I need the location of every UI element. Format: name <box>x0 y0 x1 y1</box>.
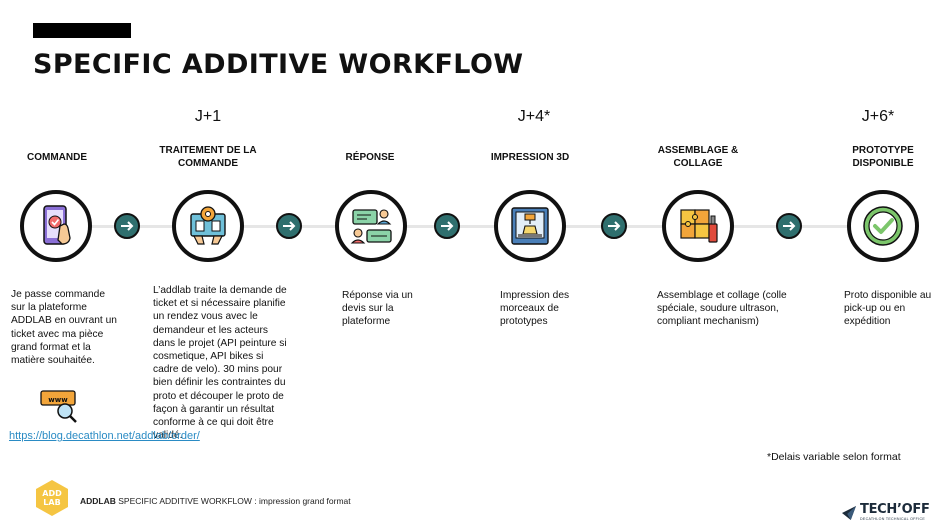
puzzle-glue-icon <box>680 209 718 243</box>
step-circle-traitement <box>172 190 244 262</box>
day-marker-j1: J+1 <box>194 108 222 125</box>
footer-caption-text: SPECIFIC ADDITIVE WORKFLOW : impression … <box>118 496 351 506</box>
arrow-step-4-5 <box>601 213 627 239</box>
step-label-traitement: TRAITEMENT DE LA COMMANDE <box>159 145 257 169</box>
step-label-impression: IMPRESSION 3D <box>490 152 570 163</box>
svg-text:www: www <box>48 396 68 404</box>
addlab-logo: ADD LAB <box>36 480 68 516</box>
techoff-mark-icon <box>842 506 856 520</box>
step-description-prototype: Proto disponible au pick-up ou en expédi… <box>844 290 932 328</box>
3d-printer-icon <box>511 207 549 245</box>
timeline-line <box>22 225 902 228</box>
arrow-right-icon <box>283 221 296 231</box>
svg-text:LAB: LAB <box>43 498 60 507</box>
addlab-order-link[interactable]: https://blog.decathlon.net/addlab/order/ <box>9 430 200 442</box>
phone-order-icon <box>43 205 71 245</box>
footer-caption: ADDLAB SPECIFIC ADDITIVE WORKFLOW : impr… <box>80 496 351 506</box>
arrow-right-icon <box>608 221 621 231</box>
chat-quote-icon <box>350 209 392 244</box>
title-accent-bar <box>33 23 131 38</box>
step-circle-reponse <box>335 190 407 262</box>
day-marker-j4: J+4* <box>517 108 551 125</box>
gear-processing-icon <box>190 206 226 245</box>
step-description-impression: Impression des morceaux de prototypes <box>500 290 570 328</box>
check-mark-icon <box>863 206 903 246</box>
techoff-brand: TECH’OFF <box>860 502 930 517</box>
arrow-step-3-4 <box>434 213 460 239</box>
step-description-assemblage: Assemblage et collage (colle spéciale, s… <box>657 290 787 328</box>
page-title: SPECIFIC ADDITIVE WORKFLOW <box>33 49 524 80</box>
step-circle-assemblage <box>662 190 734 262</box>
techoff-logo: TECH’OFF DECATHLON TECHNICAL OFFICE <box>842 502 938 526</box>
arrow-step-1-2 <box>114 213 140 239</box>
step-description-reponse: Réponse via un devis sur la plateforme <box>342 290 413 328</box>
step-circle-impression <box>494 190 566 262</box>
arrow-step-2-3 <box>276 213 302 239</box>
www-search-icon: www <box>40 390 77 423</box>
step-label-assemblage: ASSEMBLAGE & COLLAGE <box>657 145 739 169</box>
svg-text:ADD: ADD <box>42 489 62 498</box>
arrow-right-icon <box>441 221 454 231</box>
step-description-commande: Je passe commande sur la plateforme ADDL… <box>11 289 117 367</box>
step-circle-prototype <box>847 190 919 262</box>
step-label-commande: COMMANDE <box>27 152 87 163</box>
step-description-traitement: L’addlab traite la demande de ticket et … <box>153 285 287 442</box>
delay-footnote: *Delais variable selon format <box>767 451 901 463</box>
arrow-right-icon <box>783 221 796 231</box>
step-circle-commande <box>20 190 92 262</box>
step-label-prototype: PROTOTYPE DISPONIBLE <box>852 145 914 169</box>
arrow-step-5-6 <box>776 213 802 239</box>
footer-brand: ADDLAB <box>80 496 116 506</box>
step-label-reponse: RÉPONSE <box>345 152 395 163</box>
techoff-subtitle: DECATHLON TECHNICAL OFFICE <box>860 517 926 521</box>
day-marker-j6: J+6* <box>861 108 895 125</box>
arrow-right-icon <box>121 221 134 231</box>
